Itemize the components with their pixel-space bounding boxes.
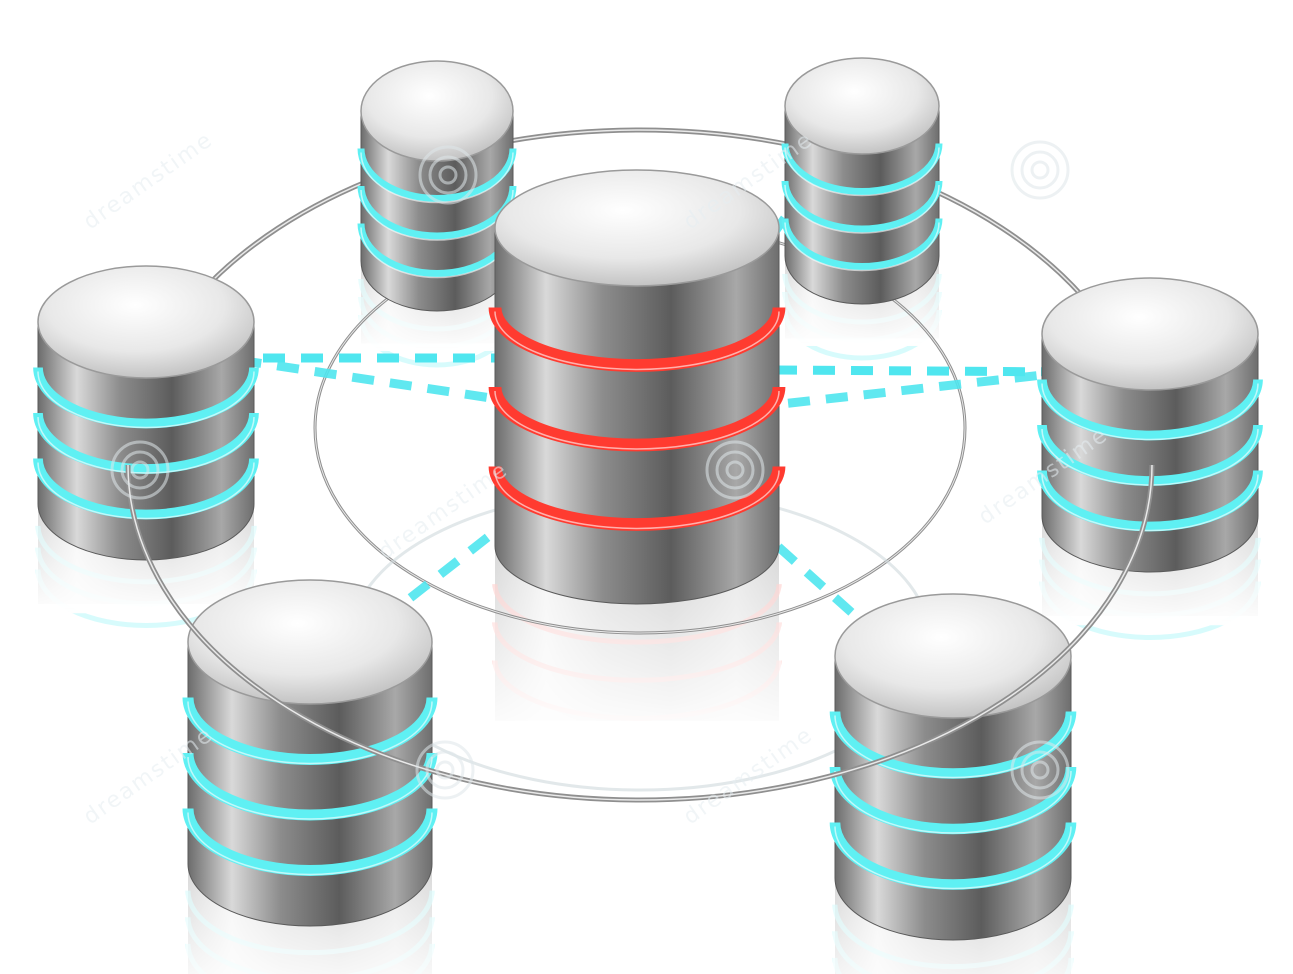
glow-band: [781, 180, 943, 233]
glow-band: [781, 143, 943, 195]
server-top: [187, 579, 433, 705]
glow-band: [488, 466, 786, 531]
dashed-link: [636, 367, 1071, 425]
glow-band: [33, 367, 259, 429]
outer-ring-front: [125, 464, 1155, 803]
glow-band: [33, 458, 259, 520]
glow-band: [829, 766, 1077, 835]
server-top: [494, 169, 780, 287]
server-body: [494, 227, 780, 605]
glow-band: [182, 808, 438, 876]
server-icon: [182, 579, 438, 927]
server-group: [33, 57, 1263, 941]
spiral-logo-icon: [110, 140, 1070, 800]
glow-band: [1037, 470, 1263, 532]
glow-band: [182, 697, 438, 765]
server-icon: [829, 593, 1077, 941]
central-server-icon: [488, 169, 786, 605]
server-body: [187, 641, 433, 927]
server-body: [834, 655, 1072, 941]
server-top: [784, 57, 940, 155]
server-icon: [1037, 277, 1263, 573]
server-body: [784, 105, 940, 305]
server-icon: [357, 60, 517, 312]
dashed-link: [224, 353, 638, 425]
glow-band: [488, 307, 786, 372]
dashed-link: [774, 365, 1071, 377]
server-body: [1041, 333, 1259, 573]
server-top: [360, 60, 514, 162]
server-icon: [33, 265, 259, 561]
glow-band: [1037, 379, 1263, 441]
server-top: [1041, 277, 1259, 391]
glow-band: [357, 148, 517, 202]
server-top: [37, 265, 255, 379]
server-icon: [781, 57, 943, 305]
glow-band: [488, 386, 786, 452]
glow-band: [33, 412, 259, 474]
server-top: [834, 593, 1072, 719]
glow-band: [829, 822, 1077, 890]
glow-band: [781, 218, 943, 270]
glow-band: [829, 711, 1077, 779]
